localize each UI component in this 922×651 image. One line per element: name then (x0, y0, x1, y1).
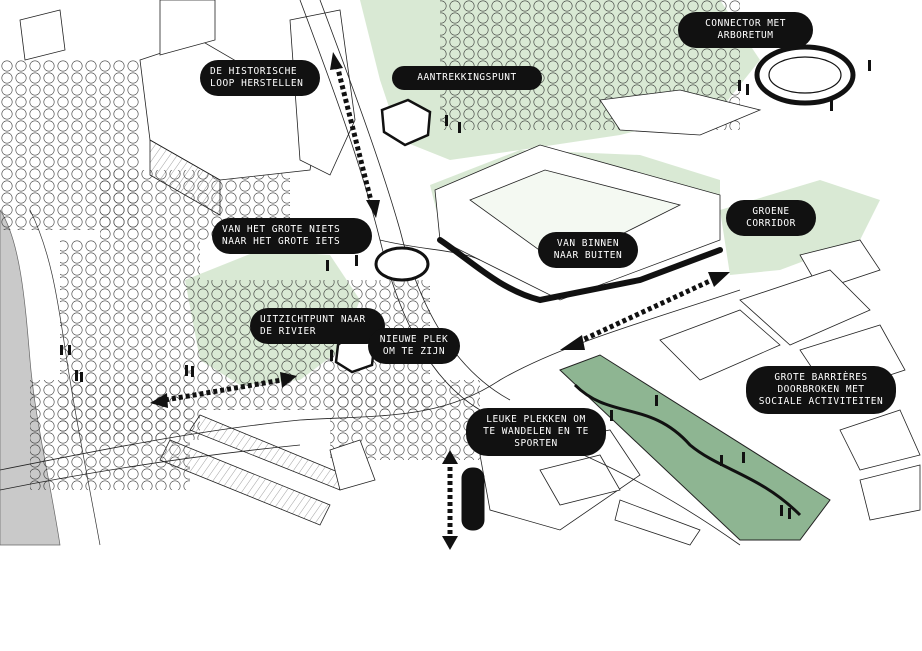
annotation-uitzichtpunt: Uitzichtpunt naarde rivier (250, 308, 385, 344)
annotation-historische-loop: De historischeloop herstellen (200, 60, 320, 96)
arboretum-ring (754, 44, 856, 106)
annotation-leuke-plekken: Leuke plekken omte wandelen en tesporten (466, 408, 606, 456)
arrows (164, 64, 714, 540)
people (60, 60, 871, 519)
central-pavilion (374, 246, 430, 282)
annotation-nieuwe-plek: Nieuwe plekom te zijn (368, 328, 460, 364)
annotation-van-het-grote: Van het grote nietsnaar het grote iets (212, 218, 372, 254)
route-line (437, 237, 723, 304)
annotation-aantrekkingspunt: Aantrekkingspunt (392, 66, 542, 90)
tree-column (461, 467, 485, 531)
annotation-connector-arboretum: Connector metarboretum (678, 12, 813, 48)
river (0, 209, 61, 546)
attraction-pavilion (380, 98, 432, 147)
buildings (19, 0, 921, 546)
annotation-grote-barrieres: Grote barrièresdoorbroken metsociale act… (746, 366, 896, 414)
annotation-groene-corridor: Groenecorridor (726, 200, 816, 236)
annotation-van-binnen: Van binnennaar buiten (538, 232, 638, 268)
